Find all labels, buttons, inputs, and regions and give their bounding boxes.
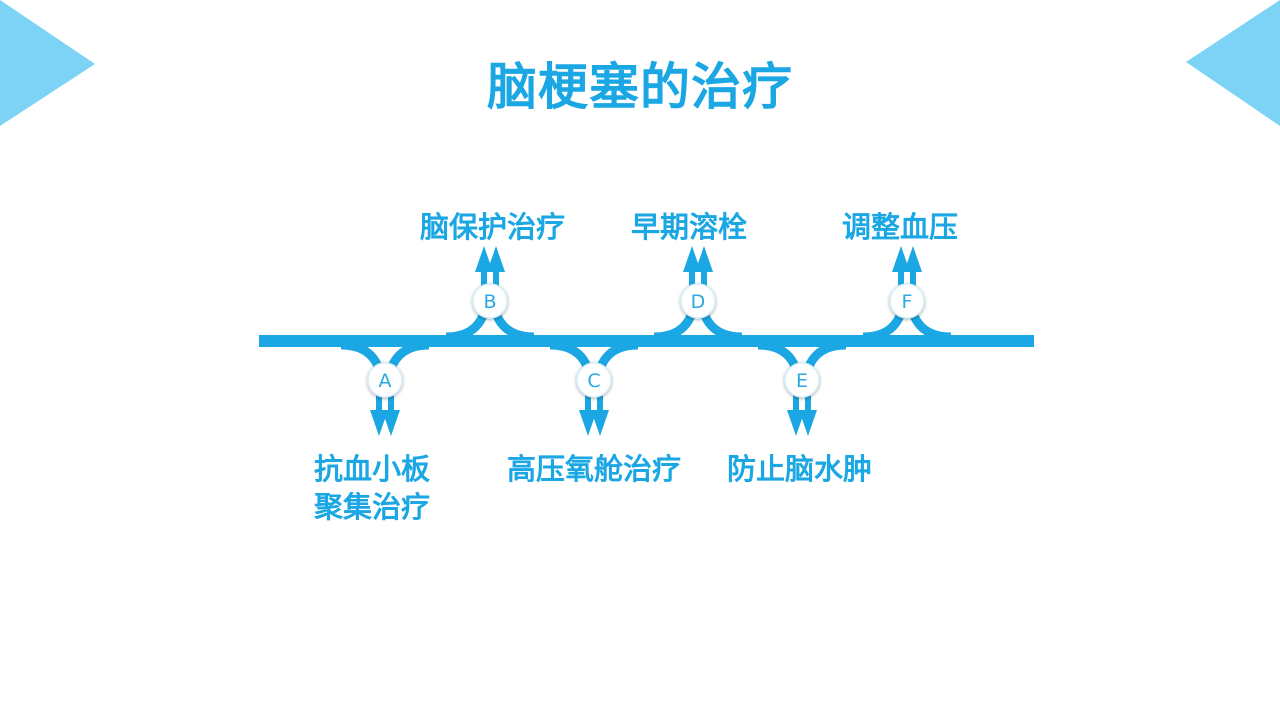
arrowhead (382, 410, 400, 436)
corner-triangle-right (1186, 0, 1280, 126)
arrowhead (591, 410, 609, 436)
branch-label-line: 调整血压 (842, 210, 959, 244)
node-letter-b: B (483, 291, 496, 313)
branch-c: C (549, 340, 639, 436)
branch-a: A (340, 340, 430, 436)
branch-f: F (862, 246, 952, 342)
branch-label-line: 防止脑水肿 (727, 452, 873, 486)
arrowhead (579, 410, 597, 436)
branch-label-line: 高压氧舱治疗 (507, 452, 682, 486)
arrowhead (904, 246, 922, 272)
arrowhead (799, 410, 817, 436)
branch-label-line: 脑保护治疗 (420, 210, 566, 244)
node-circle-e (784, 362, 820, 398)
branch-label-d: 早期溶栓 (631, 208, 747, 246)
slide-title: 脑梗塞的治疗 (487, 58, 793, 116)
branch-e: E (757, 340, 847, 436)
node-circle-b (472, 283, 508, 319)
arrowhead (892, 246, 910, 272)
node-circle-d (680, 283, 716, 319)
node-letter-d: D (691, 291, 706, 313)
branch-label-c: 高压氧舱治疗 (507, 450, 681, 488)
corner-triangle-left (0, 0, 95, 126)
node-circle-a (367, 362, 403, 398)
node-circle-f (889, 283, 925, 319)
node-circle-c (576, 362, 612, 398)
branch-b: B (445, 246, 535, 342)
main-axis-line (259, 335, 1034, 347)
branch-d: D (653, 246, 743, 342)
arrowhead (787, 410, 805, 436)
node-letter-c: C (587, 370, 600, 392)
node-letter-f: F (902, 291, 913, 313)
branch-label-e: 防止脑水肿 (727, 450, 872, 488)
branch-label-b: 脑保护治疗 (420, 208, 565, 246)
node-letter-a: A (379, 370, 392, 392)
arrowhead (370, 410, 388, 436)
branch-label-line: 抗血小板 (314, 452, 431, 486)
branch-label-line: 聚集治疗 (314, 490, 431, 524)
branch-label-line: 早期溶栓 (631, 210, 748, 244)
branch-label-f: 调整血压 (842, 208, 958, 246)
arrowhead (683, 246, 701, 272)
arrowhead (695, 246, 713, 272)
branch-label-a: 抗血小板聚集治疗 (314, 450, 464, 526)
arrowhead (475, 246, 493, 272)
node-letter-e: E (796, 370, 808, 392)
arrowhead (487, 246, 505, 272)
